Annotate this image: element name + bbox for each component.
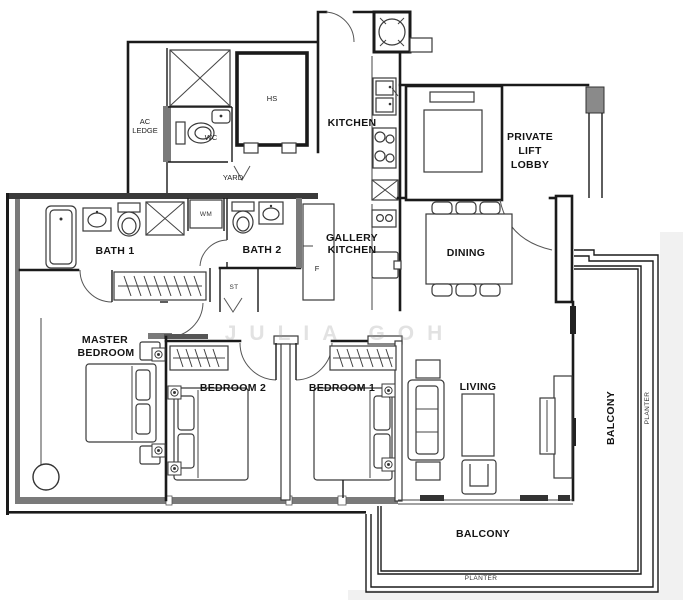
coffee-table-icon: [461, 393, 495, 457]
basin-fixture-icon: [372, 10, 433, 54]
bedroom2-label: BEDROOM 2: [200, 382, 266, 394]
dining: DINING: [425, 201, 513, 297]
oven-icon: [371, 251, 402, 279]
bath-band: BATH 1 BATH 2 WM ST: [18, 198, 302, 338]
ac-ledge-label-line1: AC: [140, 117, 151, 126]
gallery-kitchen-label-line1: GALLERY: [326, 232, 378, 244]
st-label: ST: [229, 284, 238, 291]
column-icon: [32, 463, 60, 491]
master-bedroom-label-line2: BEDROOM: [78, 347, 135, 359]
kitchen-label: KITCHEN: [328, 117, 377, 129]
store-door-icon: [223, 297, 243, 313]
upper-service-block: HS AC LEDGE WC YARD: [126, 40, 318, 197]
dining-chairs-icon: [431, 201, 501, 297]
wm-label: WM: [200, 211, 212, 218]
wall-cap: [585, 86, 605, 114]
fridge-icon: [302, 203, 335, 301]
gallery-kitchen-label-line2: KITCHEN: [328, 244, 377, 256]
planter-bottom-label: PLANTER: [465, 575, 498, 582]
washing-machine-icon: [189, 199, 223, 229]
watermark: JULIA GOH: [225, 322, 456, 345]
bath1-label: BATH 1: [96, 245, 135, 257]
fridge-label: F: [315, 264, 320, 273]
kitchen-sink-icon: [372, 77, 399, 116]
hs-label: HS: [267, 94, 277, 103]
lobby-label-line2: LIFT: [518, 145, 542, 157]
wc-sink-icon: [211, 109, 231, 124]
main-shell: [6, 193, 398, 515]
planter-right-label: PLANTER: [644, 392, 651, 425]
bathtub-icon: [45, 205, 77, 269]
bedroom1-label: BEDROOM 1: [309, 382, 375, 394]
bedroom2-bed-icon: [173, 387, 249, 481]
balcony: BALCONY PLANTER BALCONY PLANTER: [365, 249, 659, 593]
master-bedroom-label-line1: MASTER: [82, 334, 128, 346]
wardrobe-bedroom1-icon: [329, 345, 397, 371]
bedrooms: MASTER BEDROOM BEDROOM 2 BEDROOM 1: [78, 333, 403, 502]
bath2-toilet-icon: [231, 201, 255, 234]
bedroom1-bed-icon: [313, 387, 393, 481]
bath2-sink-icon: [258, 201, 284, 225]
wardrobe-bedroom2-icon: [169, 345, 229, 371]
kitchen-worktop-icon: [371, 179, 399, 201]
lobby-label-line3: LOBBY: [511, 159, 549, 171]
armchair-icon: [461, 459, 497, 495]
wc-toilet-icon: [175, 121, 215, 145]
lobby-label-line1: PRIVATE: [507, 131, 553, 143]
stove-icon: [372, 127, 397, 169]
bath1-sink-icon: [82, 207, 112, 232]
shower-icon: [145, 201, 185, 236]
lift-icon: [404, 84, 504, 202]
hob-icon: [371, 209, 397, 228]
entry-door-arc: [499, 199, 553, 251]
sofa-icon: [407, 359, 445, 481]
dining-table-icon: [425, 213, 513, 285]
entry-wall: [554, 194, 574, 304]
balcony-bottom-label: BALCONY: [456, 528, 510, 540]
living: LIVING: [342, 300, 576, 505]
ac-unit-icon: [169, 49, 231, 107]
yard-label: YARD: [223, 173, 244, 182]
bath2-label: BATH 2: [243, 244, 282, 256]
wall-fixture-icons: [151, 347, 396, 476]
store-closet: [218, 266, 302, 313]
kitchen: KITCHEN: [316, 10, 433, 201]
exterior-texture-right: [660, 232, 683, 594]
household-shelter: [235, 51, 309, 154]
living-label: LIVING: [460, 381, 497, 393]
balcony-right-label: BALCONY: [605, 391, 617, 445]
exterior-texture-bottom: [348, 590, 683, 600]
tv-console-icon: [539, 375, 573, 479]
gallery-kitchen: GALLERY KITCHEN F: [296, 198, 402, 312]
wardrobe-master-icon: [113, 271, 207, 301]
wc-label: WC: [205, 133, 218, 142]
yard-door-icon: [233, 165, 251, 182]
dining-label: DINING: [447, 247, 486, 259]
private-lift-lobby: PRIVATE LIFT LOBBY: [396, 83, 605, 304]
ac-ledge-label-line2: LEDGE: [132, 126, 157, 135]
bath1-toilet-icon: [117, 202, 141, 237]
